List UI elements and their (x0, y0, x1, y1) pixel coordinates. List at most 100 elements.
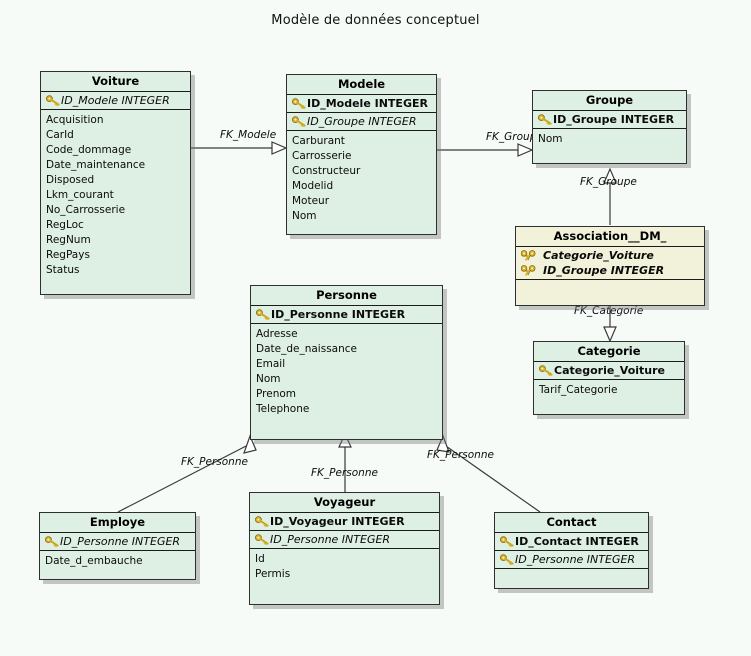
double-key-icon (520, 265, 542, 276)
key-label: ID_Personne INTEGER (60, 535, 181, 548)
key-row-voyageur-0: ID_Voyageur INTEGER (250, 514, 439, 529)
attr-row: Status (46, 264, 80, 276)
key-block-categorie: Categorie_Voiture (534, 362, 684, 380)
entity-voyageur[interactable]: Voyageur ID_Voyageur INTEGER ID_Personne… (249, 492, 440, 605)
entity-title-contact: Contact (495, 513, 648, 533)
attr-row: Moteur (292, 195, 330, 207)
key-row-association-0: Categorie_Voiture (516, 248, 704, 263)
key-icon (539, 365, 553, 376)
attr-row: Lkm_courant (46, 189, 114, 201)
connector-fk-modele (191, 141, 288, 155)
entity-association-dm[interactable]: Association__DM_ Categorie_Voiture ID_Gr… (515, 226, 705, 306)
entity-title-employe: Employe (40, 513, 195, 533)
connector-fk-personne-voyageur (338, 432, 352, 492)
attr-row: Permis (255, 568, 291, 580)
key-row-modele-0: ID_Modele INTEGER (287, 96, 436, 111)
attr-row: Carrosserie (292, 150, 352, 162)
key-row-categorie-0: Categorie_Voiture (534, 363, 684, 378)
entity-groupe[interactable]: Groupe ID_Groupe INTEGER Nom (532, 90, 687, 164)
attr-block-personne: Adresse Date_de_naissance Email Nom Pren… (251, 324, 442, 439)
entity-modele[interactable]: Modele ID_Modele INTEGER ID_Groupe INTEG… (286, 74, 437, 235)
link-label-fk-personne-employe: FK_Personne (181, 456, 248, 468)
attr-row: Date_de_naissance (256, 343, 357, 355)
attr-block-groupe: Nom (533, 129, 686, 163)
attr-row: CarId (46, 129, 74, 141)
attr-row: Telephone (256, 403, 310, 415)
attr-row: Acquisition (46, 114, 104, 126)
key-block-contact-fk: ID_Personne INTEGER (495, 551, 648, 569)
entity-contact[interactable]: Contact ID_Contact INTEGER ID_Personne I… (494, 512, 649, 589)
attr-row: Modelid (292, 180, 334, 192)
attr-row: Nom (292, 210, 317, 222)
key-block-voyageur-fk: ID_Personne INTEGER (250, 531, 439, 549)
entity-title-categorie: Categorie (534, 342, 684, 362)
key-row-employe-0: ID_Personne INTEGER (40, 534, 195, 549)
key-icon (500, 536, 514, 547)
key-label: ID_Modele INTEGER (307, 97, 428, 110)
key-icon (256, 309, 270, 320)
attr-row: Date_d_embauche (45, 555, 143, 567)
key-row-modele-1: ID_Groupe INTEGER (287, 114, 436, 129)
key-block-personne: ID_Personne INTEGER (251, 306, 442, 324)
attr-block-voiture: Acquisition CarId Code_dommage Date_main… (41, 110, 190, 294)
key-label: ID_Voyageur INTEGER (270, 515, 405, 528)
entity-title-personne: Personne (251, 286, 442, 306)
key-block-modele-fk: ID_Groupe INTEGER (287, 113, 436, 131)
key-block-voiture: ID_Modele INTEGER (41, 92, 190, 110)
attr-block-employe: Date_d_embauche (40, 551, 195, 579)
attr-row: Adresse (256, 328, 298, 340)
attr-row: RegPays (46, 249, 90, 261)
key-icon (538, 114, 552, 125)
key-row-voiture-0: ID_Modele INTEGER (41, 93, 190, 108)
connector-fk-groupe-modele (437, 143, 534, 157)
attr-row: Id (255, 553, 265, 565)
entity-personne[interactable]: Personne ID_Personne INTEGER Adresse Dat… (250, 285, 443, 440)
key-icon (292, 116, 306, 127)
key-row-contact-0: ID_Contact INTEGER (495, 534, 648, 549)
key-row-association-1: ID_Groupe INTEGER (516, 263, 704, 278)
attr-block-association (516, 280, 704, 305)
connector-fk-personne-employe (117, 434, 257, 513)
key-label: ID_Personne INTEGER (271, 308, 406, 321)
attr-row: Email (256, 358, 286, 370)
attr-block-categorie: Tarif_Categorie (534, 380, 684, 414)
entity-title-modele: Modele (287, 75, 436, 95)
key-row-groupe-0: ID_Groupe INTEGER (533, 112, 686, 127)
key-block-groupe: ID_Groupe INTEGER (533, 111, 686, 129)
key-row-personne-0: ID_Personne INTEGER (251, 307, 442, 322)
key-block-contact-pk: ID_Contact INTEGER (495, 533, 648, 551)
attr-row: Tarif_Categorie (539, 384, 618, 396)
key-label: ID_Personne INTEGER (515, 553, 636, 566)
entity-employe[interactable]: Employe ID_Personne INTEGER Date_d_embau… (39, 512, 196, 580)
attr-block-modele: Carburant Carrosserie Constructeur Model… (287, 131, 436, 234)
attr-row: Carburant (292, 135, 345, 147)
entity-title-voiture: Voiture (41, 72, 190, 92)
entity-title-association: Association__DM_ (516, 227, 704, 247)
key-label: ID_Groupe INTEGER (543, 264, 665, 277)
connector-fk-personne-contact (436, 434, 541, 513)
double-key-icon (520, 250, 542, 261)
link-label-fk-groupe-association: FK_Groupe (580, 176, 637, 188)
key-icon (46, 95, 60, 106)
key-block-voyageur-pk: ID_Voyageur INTEGER (250, 513, 439, 531)
attr-row: Constructeur (292, 165, 361, 177)
key-label: ID_Modele INTEGER (61, 94, 170, 107)
attr-row: No_Carrosserie (46, 204, 126, 216)
key-icon (255, 516, 269, 527)
key-label: Categorie_Voiture (543, 249, 654, 262)
link-label-fk-personne-contact: FK_Personne (427, 449, 494, 461)
key-label: ID_Contact INTEGER (515, 535, 639, 548)
key-icon (292, 98, 306, 109)
key-icon (255, 534, 269, 545)
entity-voiture[interactable]: Voiture ID_Modele INTEGER Acquisition Ca… (40, 71, 191, 295)
entity-title-voyageur: Voyageur (250, 493, 439, 513)
key-label: ID_Personne INTEGER (270, 533, 391, 546)
attr-row: Nom (538, 133, 563, 145)
attr-block-voyageur: Id Permis (250, 549, 439, 604)
entity-categorie[interactable]: Categorie Categorie_Voiture Tarif_Catego… (533, 341, 685, 415)
attr-row: Disposed (46, 174, 95, 186)
key-label: ID_Groupe INTEGER (307, 115, 417, 128)
attr-row: Nom (256, 373, 281, 385)
key-block-modele-pk: ID_Modele INTEGER (287, 95, 436, 113)
